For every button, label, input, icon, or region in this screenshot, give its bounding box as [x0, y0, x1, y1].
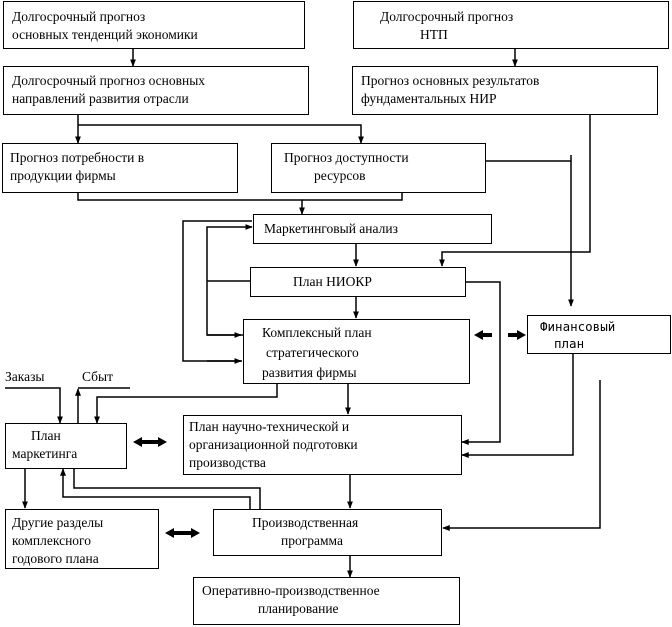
- box-text: Другие разделы: [12, 515, 104, 530]
- box-text: Прогноз потребности в: [10, 150, 145, 165]
- box-text: развития фирмы: [262, 365, 357, 380]
- box-text: программа: [281, 533, 343, 548]
- box-operational-planning: Оперативно-производственное планирование: [193, 577, 460, 625]
- line-marketing-to-prod: [73, 469, 261, 509]
- arrow-fin-to-strategic: [474, 330, 492, 340]
- box-text: Долгосрочный прогноз: [12, 9, 146, 24]
- line-industry-split: [78, 124, 364, 144]
- box-text: организационной подготовки: [189, 437, 358, 452]
- box-text: План НИОКР: [293, 274, 372, 289]
- box-fundamental-research-forecast: Прогноз основных результатов фундаментал…: [352, 66, 658, 115]
- box-text: Долгосрочный прогноз: [380, 9, 514, 24]
- box-text: фундаментальных НИР: [361, 91, 497, 106]
- box-other-annual-plan-sections: Другие разделы комплексного годового пла…: [5, 509, 159, 569]
- box-text: планирование: [258, 601, 339, 616]
- line-resources-bottom: [302, 192, 403, 201]
- line-demand-bottom: [77, 192, 305, 215]
- double-arrow-other-prod: [165, 528, 200, 538]
- box-text: План: [31, 428, 61, 443]
- line-outer-loop: [182, 220, 252, 362]
- box-long-term-economy-forecast: Долгосрочный прогноз основных тенденций …: [3, 1, 305, 49]
- box-text: производства: [189, 455, 266, 470]
- box-niokr-plan: План НИОКР: [250, 267, 466, 297]
- box-text: продукции фирмы: [10, 168, 116, 183]
- box-marketing-analysis: Маркетинговый анализ: [253, 214, 492, 244]
- line-orders: [5, 387, 63, 424]
- line-prod-to-marketing: [60, 468, 251, 509]
- label-orders: Заказы: [5, 369, 45, 384]
- box-text: Комплексный план: [262, 325, 372, 340]
- line-research-down: [439, 114, 591, 267]
- box-text: Долгосрочный прогноз основных: [12, 73, 206, 88]
- box-text: Маркетинговый анализ: [264, 221, 398, 236]
- box-text: Финансовый: [540, 319, 616, 334]
- box-industry-forecast: Долгосрочный прогноз основных направлени…: [3, 66, 309, 115]
- label-sales: Сбыт: [82, 369, 114, 384]
- box-text: маркетинга: [12, 446, 78, 461]
- line-fin-to-tech: [461, 353, 574, 458]
- arrow-strategic-to-fin: [508, 330, 526, 340]
- box-production-program: Производственная программа: [213, 509, 442, 556]
- box-text: ресурсов: [314, 168, 366, 183]
- line-fin-to-prod: [442, 380, 601, 531]
- box-text: НТП: [420, 27, 448, 42]
- box-long-term-ntp-forecast: Долгосрочный прогноз НТП: [353, 1, 669, 49]
- line-strategic-to-marketing: [94, 383, 278, 424]
- box-demand-forecast: Прогноз потребности в продукции фирмы: [2, 143, 238, 193]
- box-marketing-plan: План маркетинга: [5, 423, 127, 469]
- box-text: комплексного: [12, 533, 92, 548]
- line-niokr-right: [461, 281, 501, 445]
- box-strategic-development-plan: Комплексный план стратегического развити…: [243, 319, 470, 384]
- box-text: основных тенденций экономики: [12, 27, 198, 42]
- box-text: План научно-технической и: [189, 419, 350, 434]
- box-text: стратегического: [266, 345, 359, 360]
- box-text: направлений развития отрасли: [12, 91, 189, 106]
- box-text: Оперативно-производственное: [202, 583, 380, 598]
- box-text: годового плана: [12, 551, 99, 566]
- box-resource-availability-forecast: Прогноз доступности ресурсов: [271, 143, 486, 193]
- box-text: план: [554, 336, 585, 351]
- box-text: Прогноз основных результатов: [361, 73, 540, 88]
- box-financial-plan: Финансовый план: [527, 315, 671, 354]
- box-text: Производственная: [252, 515, 359, 530]
- box-tech-org-preparation-plan: План научно-технической и организационно…: [183, 415, 462, 475]
- box-text: Прогноз доступности: [284, 150, 409, 165]
- double-arrow-marketing-tech: [133, 437, 167, 447]
